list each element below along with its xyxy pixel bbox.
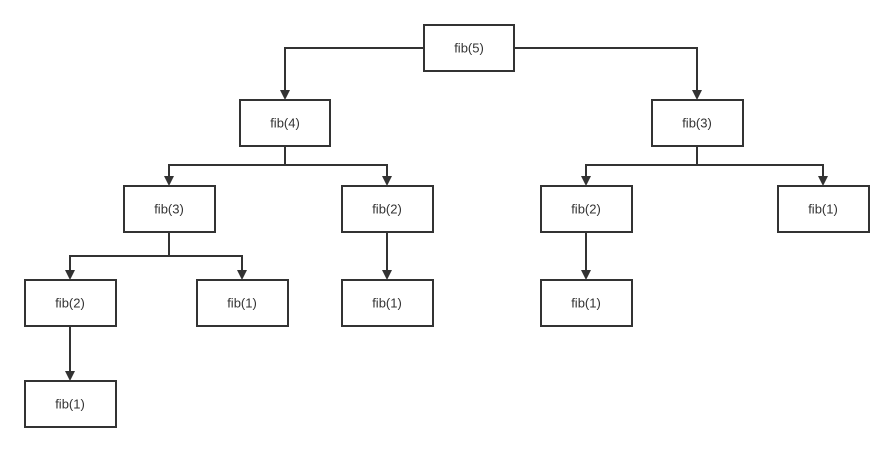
node-label: fib(3)	[154, 202, 184, 217]
edge-fib4-to-fib2-arrow	[284, 146, 392, 186]
node-label: fib(5)	[454, 41, 484, 56]
node-label: fib(2)	[571, 202, 601, 217]
node-label: fib(1)	[372, 296, 402, 311]
nodes: fib(5) fib(4) fib(3) fib(3) fib(2) fib(2…	[24, 24, 870, 428]
node-fib1[interactable]: fib(1)	[777, 185, 870, 233]
edge-fib3-to-fib1-arrow	[168, 232, 247, 280]
node-fib2[interactable]: fib(2)	[540, 185, 633, 233]
node-label: fib(1)	[227, 296, 257, 311]
node-fib1[interactable]: fib(1)	[341, 279, 434, 327]
edges	[65, 47, 828, 381]
edge-fib3-to-fib2-arrow	[581, 146, 698, 186]
edge-fib3-to-fib2-arrow	[65, 232, 170, 280]
node-label: fib(1)	[55, 397, 85, 412]
edge-fib5-to-fib4-arrow	[280, 47, 424, 100]
edge-fib5-to-fib3-arrow	[514, 47, 702, 100]
node-fib3-left[interactable]: fib(3)	[123, 185, 216, 233]
node-label: fib(2)	[55, 296, 85, 311]
node-fib1[interactable]: fib(1)	[540, 279, 633, 327]
node-label: fib(2)	[372, 202, 402, 217]
node-label: fib(1)	[571, 296, 601, 311]
node-fib4[interactable]: fib(4)	[239, 99, 331, 147]
node-fib3-right[interactable]: fib(3)	[651, 99, 744, 147]
edge-fib4-to-fib3-arrow	[164, 146, 286, 186]
node-fib2[interactable]: fib(2)	[341, 185, 434, 233]
node-label: fib(3)	[682, 116, 712, 131]
node-fib5-root[interactable]: fib(5)	[423, 24, 515, 72]
node-fib2[interactable]: fib(2)	[24, 279, 117, 327]
node-label: fib(1)	[808, 202, 838, 217]
node-fib1[interactable]: fib(1)	[24, 380, 117, 428]
edge-fib3-to-fib1-arrow	[696, 146, 828, 186]
node-fib1[interactable]: fib(1)	[196, 279, 289, 327]
node-label: fib(4)	[270, 116, 300, 131]
